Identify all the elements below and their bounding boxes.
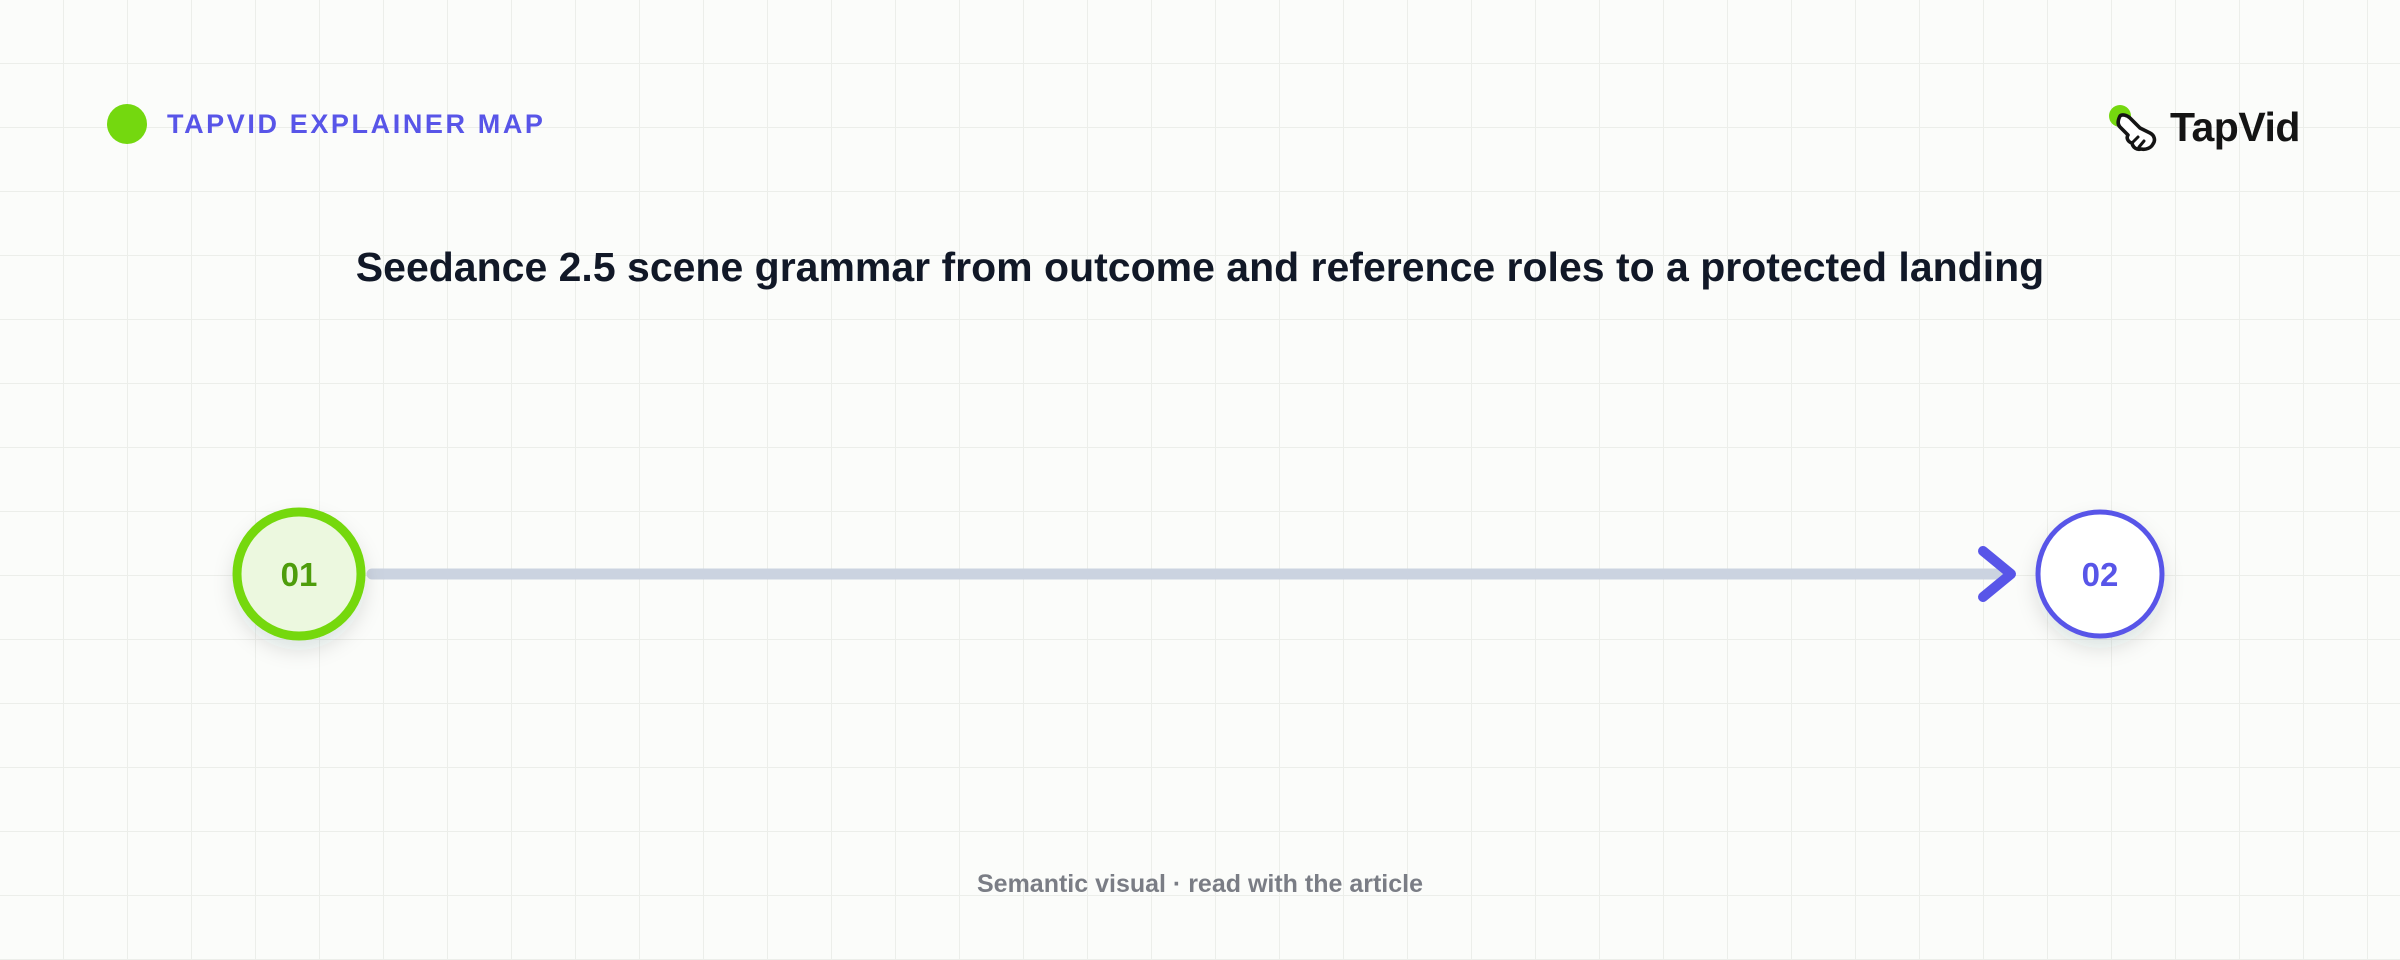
eyebrow-label: TAPVID EXPLAINER MAP	[167, 108, 546, 139]
eyebrow-dot-icon	[107, 104, 147, 144]
flow-node-label: 02	[2082, 556, 2119, 593]
footer-note: Semantic visual · read with the article	[977, 870, 1423, 898]
flow-node-01: 01	[232, 507, 366, 641]
flow-node-label: 01	[281, 556, 318, 593]
tapvid-logo: TapVid	[2106, 100, 2302, 162]
logo-wordmark: TapVid	[2170, 104, 2300, 150]
page-title: Seedance 2.5 scene grammar from outcome …	[355, 244, 2045, 290]
pointer-hand-icon	[2109, 105, 2157, 152]
eyebrow: TAPVID EXPLAINER MAP	[107, 103, 546, 145]
arrowhead-icon	[1978, 546, 2016, 602]
flow-node-02: 02	[2035, 509, 2165, 639]
